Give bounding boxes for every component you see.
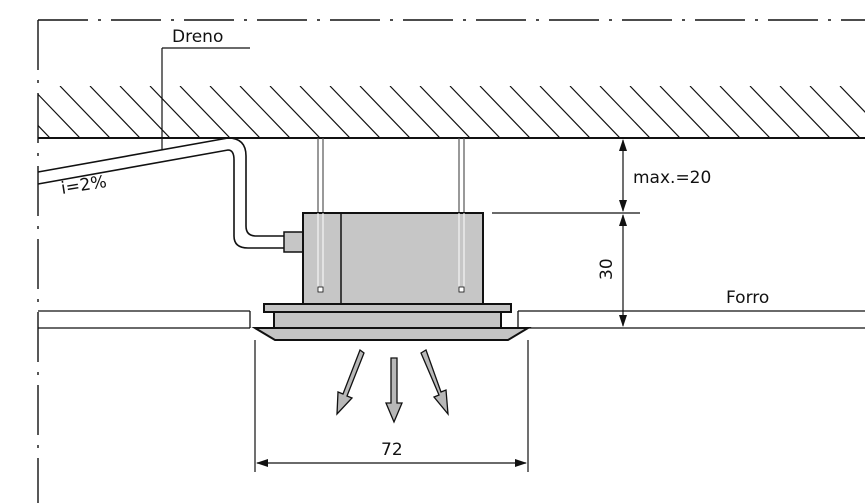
hatch-line [299, 86, 351, 138]
airflow-arrow-icon [385, 357, 403, 424]
hatch-line [209, 86, 261, 138]
hatch-line [239, 86, 291, 138]
airflow-arrow-icon [336, 348, 365, 416]
hatch-line [749, 86, 801, 138]
drain-label: Dreno [172, 27, 223, 47]
hatch-line [509, 86, 561, 138]
hatch-line [839, 86, 865, 113]
hatch-line [659, 86, 711, 138]
hatch-line [809, 86, 861, 138]
airflow-arrows [336, 348, 449, 424]
hatch-line [419, 86, 471, 138]
hatch-line [329, 86, 381, 138]
hatch-line [629, 86, 681, 138]
drain-connector [283, 231, 305, 253]
hatch-line [269, 86, 321, 138]
hatch-line [179, 86, 231, 138]
hatch-line [59, 86, 111, 138]
hatch-line [719, 86, 771, 138]
height-label: 30 [597, 258, 617, 280]
false-ceiling [38, 310, 865, 329]
cassette-unit [302, 212, 484, 306]
hatch-line [38, 93, 81, 138]
hatch-line [38, 124, 51, 138]
cassette-panel [251, 303, 532, 341]
hatch-line [569, 86, 621, 138]
ceiling-label: Forro [726, 288, 769, 308]
hatch-line [779, 86, 831, 138]
hatch-line [89, 86, 141, 138]
hanger-rods [317, 138, 465, 213]
width-dimension [254, 340, 529, 472]
hatch-line [449, 86, 501, 138]
drawing-boundary [37, 19, 865, 503]
height-dimensions [492, 139, 640, 327]
airflow-arrow-icon [420, 349, 449, 417]
drain-pipe [37, 137, 285, 249]
width-label: 72 [381, 440, 403, 460]
hatch-line [359, 86, 411, 138]
hatch-line [539, 86, 591, 138]
hatch-line [599, 86, 651, 138]
hatch-line [149, 86, 201, 138]
slope-label: i=2% [60, 172, 109, 199]
ceiling-slab-hatch [38, 86, 865, 138]
hatch-line [689, 86, 741, 138]
hatch-line [479, 86, 531, 138]
hatch-line [389, 86, 441, 138]
max-gap-label: max.=20 [633, 168, 711, 188]
